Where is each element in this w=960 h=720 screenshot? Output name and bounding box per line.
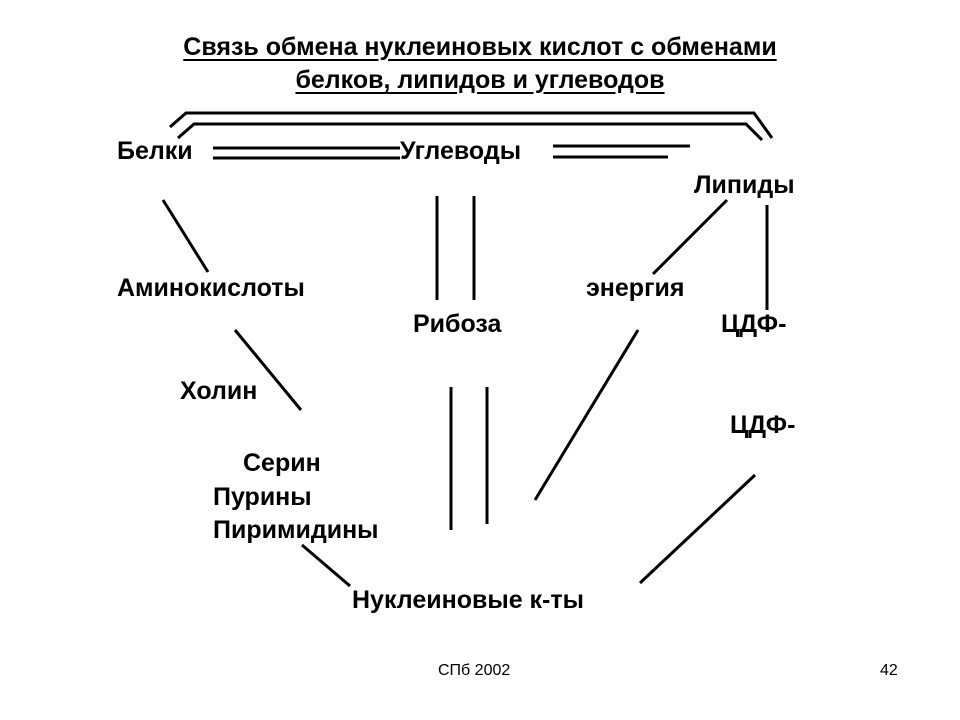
footer-text: СПб 2002	[438, 662, 511, 679]
bracket-inner	[177, 122, 764, 142]
node-nukleinovye: Нуклеиновые к-ты	[352, 586, 584, 614]
node-cdf-lower: ЦДФ-	[730, 411, 796, 439]
node-uglevody: Углеводы	[400, 137, 522, 165]
node-riboza: Рибоза	[413, 310, 502, 338]
link-energiya-nukleinovye	[533, 329, 640, 501]
link-belki-aminokisloty	[161, 199, 210, 273]
link-pirimidiny-nukleinovye	[301, 543, 351, 588]
node-holin: Холин	[180, 377, 258, 405]
link-cdf-nukleinovye	[638, 473, 757, 585]
link-aminokisloty-holin	[233, 329, 303, 411]
node-cdf-upper: ЦДФ-	[721, 310, 787, 338]
node-pirimidiny: Пиримидины	[213, 516, 379, 544]
link-lipidy-energiya	[651, 198, 729, 276]
node-belki: Белки	[117, 137, 193, 165]
node-lipidy: Липиды	[694, 171, 795, 199]
slide-title-line-2: белков, липидов и углеводов	[295, 66, 665, 94]
node-energiya: энергия	[586, 274, 685, 302]
node-serin: Серин	[243, 449, 321, 477]
node-aminokisloty: Аминокислоты	[117, 274, 305, 302]
node-puriny: Пурины	[213, 483, 312, 511]
bracket-outer	[169, 111, 774, 139]
page-number: 42	[880, 662, 898, 679]
slide-title-line-1: Связь обмена нуклеиновых кислот с обмена…	[183, 33, 777, 61]
